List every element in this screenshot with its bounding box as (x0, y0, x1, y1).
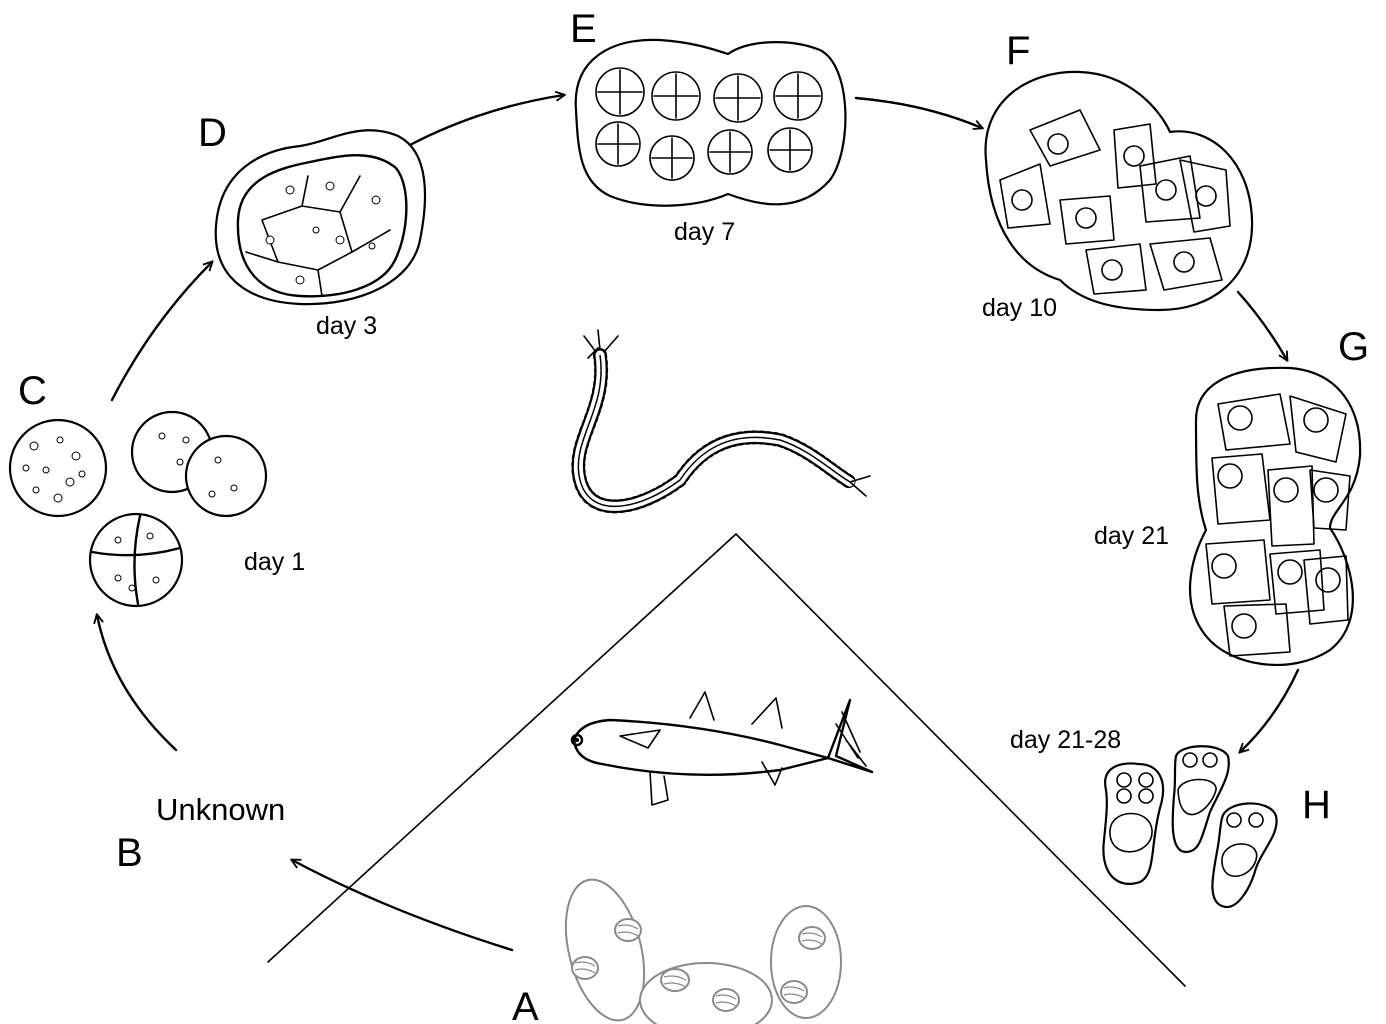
day-label-g: day 21 (1094, 522, 1169, 550)
arrow-b-to-c (97, 615, 176, 750)
fish-host (572, 692, 872, 805)
arrow-e-to-f (856, 98, 982, 128)
stage-label-a: A (512, 985, 539, 1024)
arrow-d-to-e (408, 95, 564, 146)
day-label-c: day 1 (244, 548, 305, 576)
stage-label-d: D (198, 111, 227, 155)
polychaete-worm (578, 330, 870, 506)
arrow-f-to-g (1238, 292, 1287, 360)
stage-label-h: H (1302, 783, 1331, 827)
unknown-label: Unknown (156, 792, 285, 827)
day-label-d: day 3 (316, 312, 377, 340)
stage-label-e: E (570, 7, 597, 51)
stage-f-cyst (986, 72, 1253, 310)
stage-e-cyst (576, 40, 846, 206)
stage-d-cyst (216, 130, 425, 304)
stage-label-f: F (1006, 29, 1030, 73)
arrow-c-to-d (112, 262, 212, 400)
stage-a-spores (553, 871, 841, 1024)
arrow-g-to-h (1240, 670, 1298, 752)
host-triangle (268, 534, 1185, 986)
arrow-a-to-b (292, 860, 512, 950)
day-label-f: day 10 (982, 294, 1057, 322)
stage-label-c: C (18, 369, 47, 413)
day-label-h: day 21-28 (1010, 726, 1121, 754)
stage-g-cyst (1190, 368, 1360, 665)
stage-h-spores (1103, 746, 1276, 907)
stage-c-cells (10, 412, 266, 606)
day-label-e: day 7 (674, 218, 735, 246)
stage-label-b: B (116, 831, 143, 875)
stage-label-g: G (1338, 325, 1369, 369)
